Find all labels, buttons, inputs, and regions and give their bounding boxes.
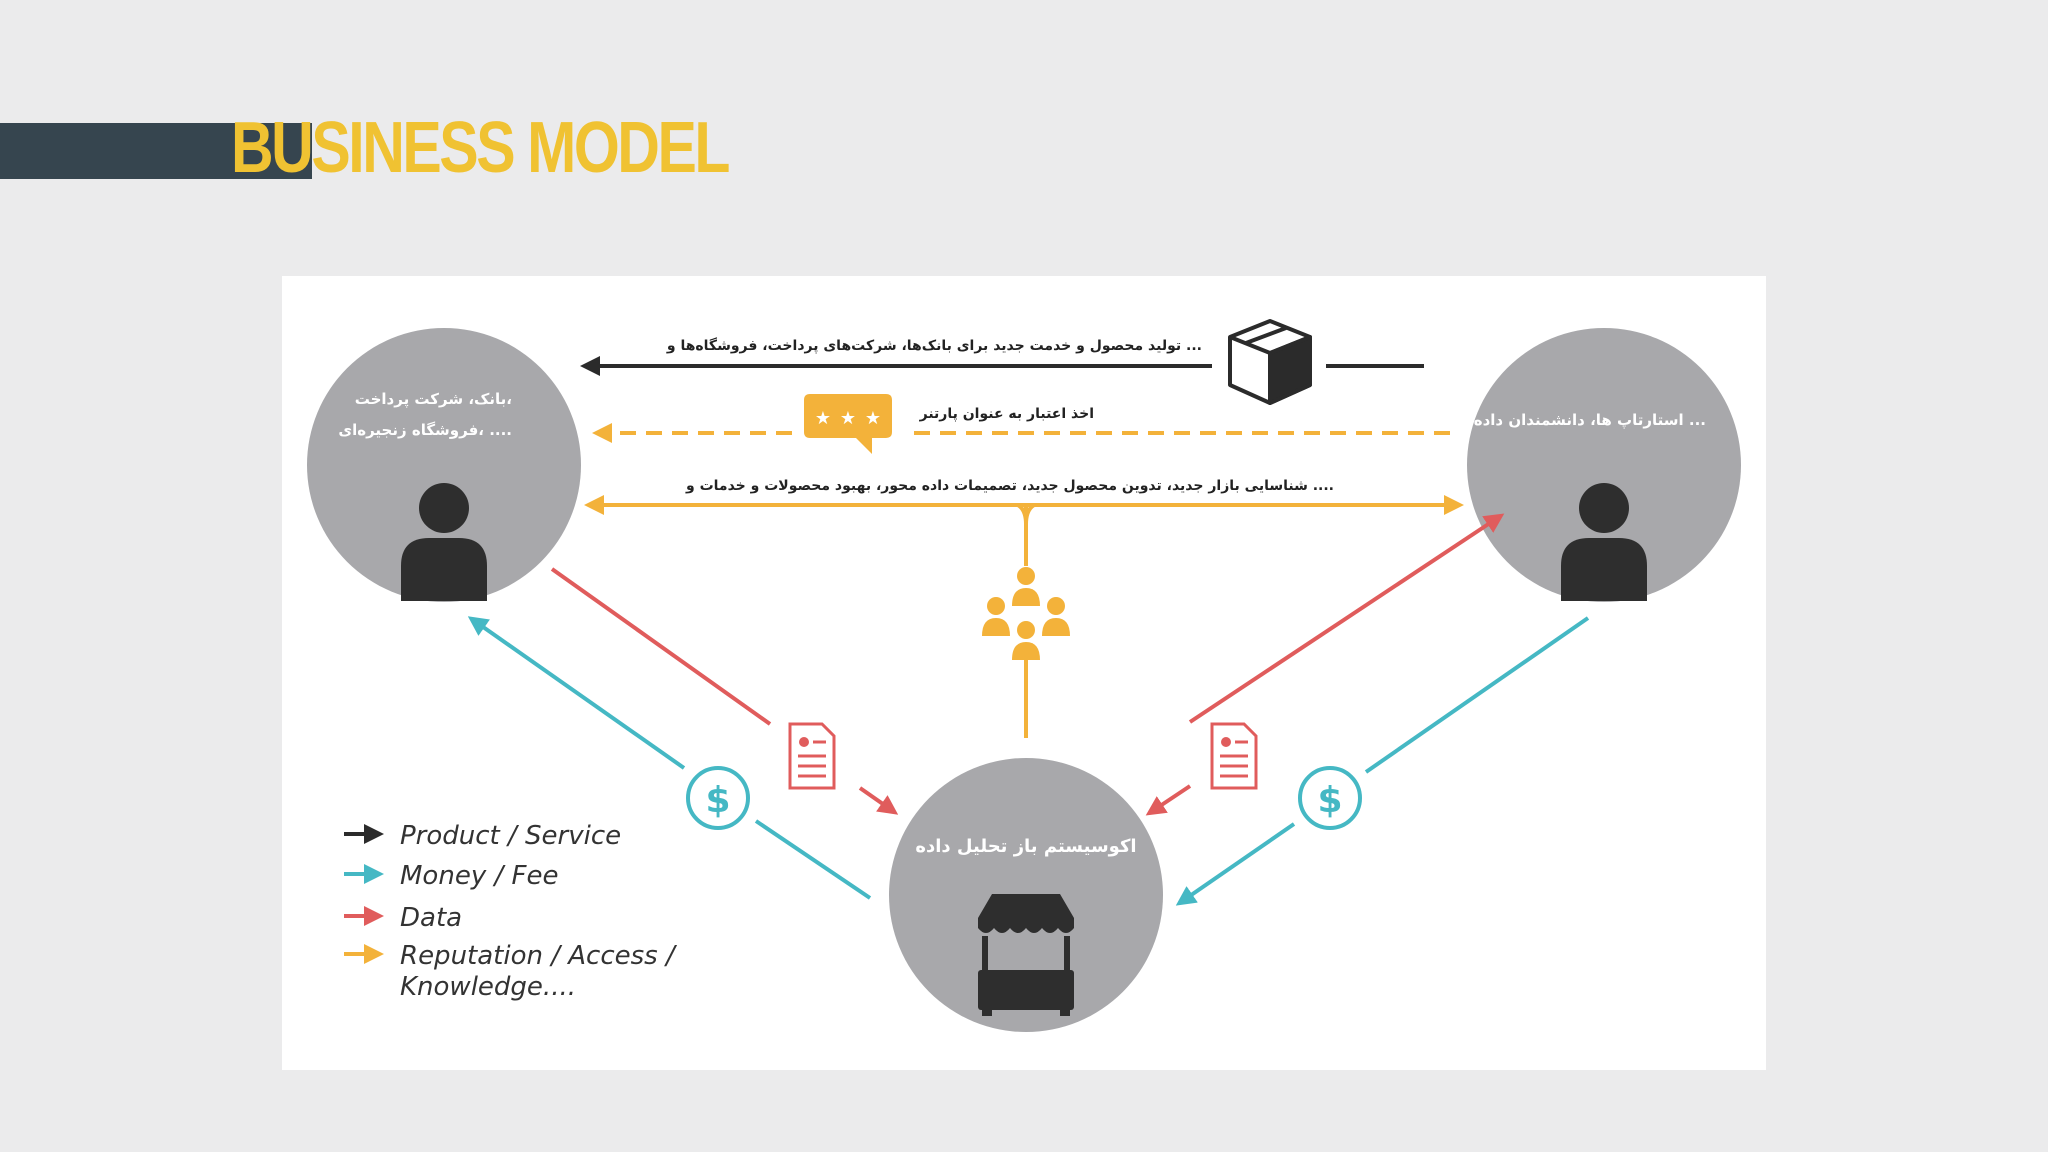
knowledge-flow: شناسایی بازار جدید، تدوین محصول جدید، تص… — [584, 478, 1464, 738]
reputation-flow: اخذ اعتبار به عنوان پارتنر ★ ★ ★ — [592, 394, 1450, 454]
document-icon — [788, 722, 836, 790]
node-left-label-2: فروشگاه زنجیره‌ای، .... — [338, 421, 512, 439]
node-bottom: اکوسیستم باز تحلیل داده — [889, 758, 1163, 1032]
data-flow-right — [1145, 513, 1505, 816]
money-flow-right: $ — [1175, 616, 1590, 906]
data-flow-left — [550, 567, 899, 815]
reputation-flow-label: اخذ اعتبار به عنوان پارتنر — [919, 406, 1094, 422]
legend-label-money: Money / Fee — [400, 861, 558, 891]
title-accent-bar — [0, 123, 312, 179]
svg-text:★: ★ — [815, 408, 831, 429]
dollar-icon: $ — [1298, 766, 1362, 830]
legend: Product / Service Money / Fee Data Reput… — [344, 821, 678, 1002]
legend-label-reputation-1: Reputation / Access / — [400, 941, 678, 971]
box-icon — [1228, 319, 1312, 405]
business-model-diagram: بانک، شرکت پرداخت، فروشگاه زنجیره‌ای، ..… — [307, 319, 1741, 1032]
diagram-panel: بانک، شرکت پرداخت، فروشگاه زنجیره‌ای، ..… — [282, 276, 1766, 1070]
legend-item-money: Money / Fee — [344, 861, 558, 891]
knowledge-flow-label: شناسایی بازار جدید، تدوین محصول جدید، تص… — [685, 478, 1334, 494]
product-flow-label: تولید محصول و خدمت جدید برای بانک‌ها، شر… — [666, 337, 1202, 354]
svg-text:$: $ — [705, 780, 730, 821]
svg-text:$: $ — [1317, 780, 1342, 821]
node-right-label: استارتاپ ها، دانشمندان داده و ... — [1458, 411, 1706, 429]
legend-item-data: Data — [344, 903, 462, 933]
svg-text:★: ★ — [840, 408, 856, 429]
legend-item-product: Product / Service — [344, 821, 621, 851]
legend-label-product: Product / Service — [400, 821, 621, 851]
node-right: استارتاپ ها، دانشمندان داده و ... — [1458, 328, 1741, 602]
dollar-icon: $ — [686, 766, 750, 830]
legend-item-reputation: Reputation / Access / Knowledge.... — [344, 941, 678, 1002]
legend-label-reputation-2: Knowledge.... — [400, 972, 576, 1002]
group-icon — [982, 567, 1070, 660]
market-stall-icon — [978, 894, 1074, 1016]
document-icon — [1210, 722, 1258, 790]
node-left: بانک، شرکت پرداخت، فروشگاه زنجیره‌ای، ..… — [307, 328, 581, 602]
page-title: BUSINESS MODEL — [231, 108, 730, 188]
person-icon — [401, 483, 487, 601]
node-left-label-1: بانک، شرکت پرداخت، — [355, 390, 512, 409]
legend-label-data: Data — [400, 903, 462, 933]
product-flow: تولید محصول و خدمت جدید برای بانک‌ها، شر… — [580, 319, 1424, 405]
node-bottom-label: اکوسیستم باز تحلیل داده — [915, 836, 1136, 857]
svg-text:★: ★ — [865, 408, 881, 429]
person-icon — [1561, 483, 1647, 601]
rating-bubble-icon: ★ ★ ★ — [804, 394, 892, 454]
money-flow-left: $ — [467, 616, 872, 900]
